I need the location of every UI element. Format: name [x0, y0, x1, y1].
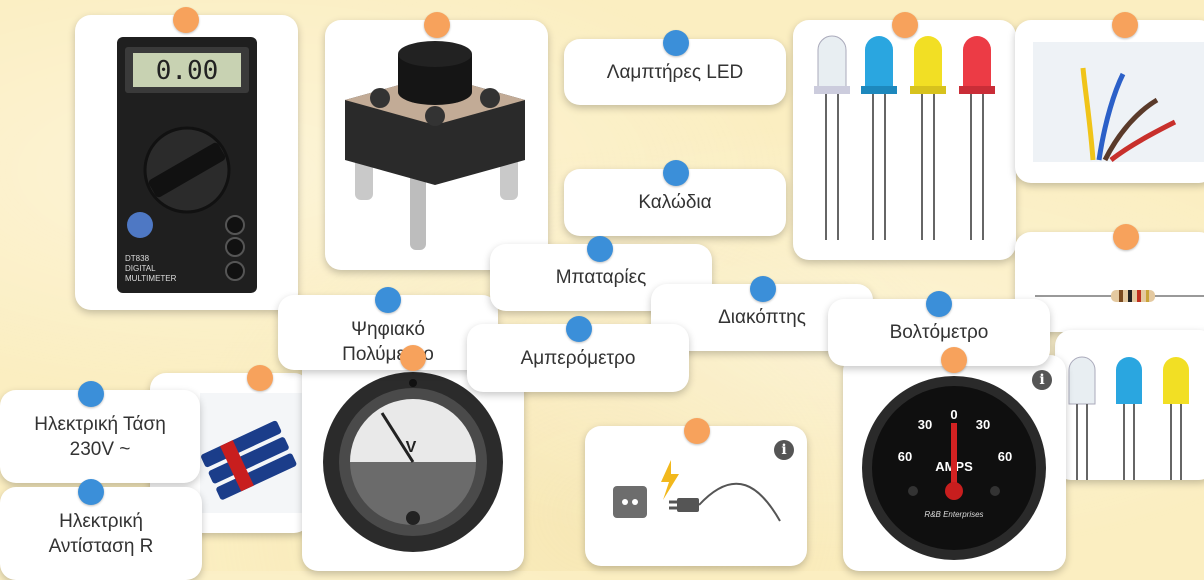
pin-label-voltage — [78, 381, 104, 407]
label-resistance[interactable]: Ηλεκτρική Αντίσταση R — [0, 487, 202, 580]
analog-voltmeter-picture: V — [323, 372, 503, 552]
pin-label-leds — [663, 30, 689, 56]
pin-label-multimeter — [375, 287, 401, 313]
led-lamps-picture — [814, 35, 995, 240]
leds-image-card-2[interactable] — [1055, 330, 1204, 480]
pin-socket-card — [684, 418, 710, 444]
ammeter-tick-2: 0 — [950, 407, 957, 422]
pin-ammeter-card — [941, 347, 967, 373]
multimeter-name-line1: DIGITAL — [125, 264, 156, 273]
multimeter-model-text: DT838 — [125, 254, 150, 263]
multimeter-image-card[interactable]: 0.00 DT838 DIGITAL MULTIMETER — [75, 15, 298, 310]
socket-plug-picture — [613, 460, 781, 522]
ammeter-tick-1: 30 — [918, 417, 932, 432]
multimeter-display-text: 0.00 — [156, 56, 219, 86]
led-lamps-picture-2 — [1068, 356, 1189, 480]
ammeter-tick-3: 30 — [976, 417, 990, 432]
push-button-picture — [345, 41, 525, 250]
wires-image-card[interactable] — [1015, 20, 1204, 183]
pin-label-wires — [663, 160, 689, 186]
pin-resistor-card — [1113, 224, 1139, 250]
ammeter-image-card[interactable]: 60 30 0 30 60 AMPS R&B Enterprises — [843, 355, 1066, 571]
pin-wires-card — [1112, 12, 1138, 38]
leds-image-card[interactable] — [793, 20, 1016, 260]
digital-multimeter-picture: 0.00 DT838 DIGITAL MULTIMETER — [117, 37, 257, 293]
resistor-picture — [1035, 290, 1204, 302]
push-button-image-card[interactable] — [325, 20, 548, 270]
pin-label-batteries — [587, 236, 613, 262]
ammeter-brand-text: R&B Enterprises — [924, 510, 983, 519]
pin-multimeter-card — [173, 7, 199, 33]
ammeter-tick-4: 60 — [998, 449, 1012, 464]
socket-plug-image-card[interactable] — [585, 426, 807, 566]
pin-label-resistance — [78, 479, 104, 505]
info-icon-socket[interactable]: i — [774, 440, 794, 460]
info-icon-ammeter[interactable]: i — [1032, 370, 1052, 390]
pin-label-voltmeter — [926, 291, 952, 317]
batteries-picture — [200, 393, 310, 513]
pin-voltmeter-card — [400, 345, 426, 371]
pin-push-button-card — [424, 12, 450, 38]
analog-ammeter-picture: 60 30 0 30 60 AMPS R&B Enterprises — [862, 376, 1046, 560]
voltmeter-unit-text: V — [406, 439, 417, 456]
multimeter-name-line2: MULTIMETER — [125, 274, 177, 283]
wires-picture — [1033, 42, 1204, 162]
label-voltage[interactable]: Ηλεκτρική Τάση 230V ~ — [0, 390, 200, 483]
pin-leds-card — [892, 12, 918, 38]
ammeter-tick-0: 60 — [898, 449, 912, 464]
pin-batteries-card — [247, 365, 273, 391]
pin-label-switch — [750, 276, 776, 302]
pin-label-ammeter — [566, 316, 592, 342]
